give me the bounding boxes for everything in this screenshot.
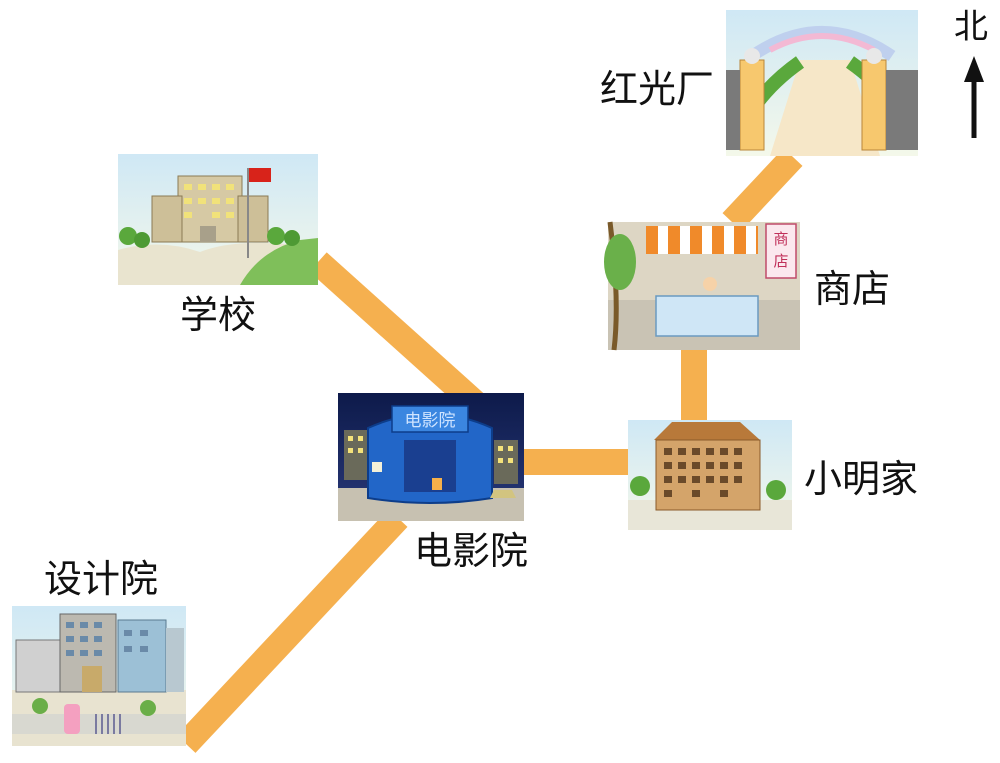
label-design-institute: 设计院: [44, 557, 159, 601]
shop-picture: 商 店: [604, 221, 800, 351]
shop-sign: 商: [773, 230, 788, 248]
label-xiaoming-home: 小明家: [804, 457, 919, 501]
factory-picture: [726, 10, 918, 156]
road-cinema-design: [176, 509, 408, 753]
road-school-cinema: [309, 252, 484, 413]
label-factory: 红光厂: [600, 67, 715, 111]
design-institute-picture: [12, 606, 186, 746]
roads: [176, 148, 803, 753]
road-shop-factory: [722, 148, 803, 231]
label-cinema: 电影院: [414, 529, 529, 573]
cinema-sign: 电影院: [405, 411, 456, 431]
north-arrow-icon: [964, 56, 984, 138]
xiaoming-home-picture: [628, 420, 792, 530]
label-school: 学校: [180, 293, 257, 337]
label-shop: 商店: [814, 267, 891, 311]
school-picture: [118, 154, 318, 285]
svg-text:店: 店: [773, 252, 788, 270]
north-label: 北: [954, 7, 988, 47]
cinema-picture: 电影院: [338, 393, 524, 521]
